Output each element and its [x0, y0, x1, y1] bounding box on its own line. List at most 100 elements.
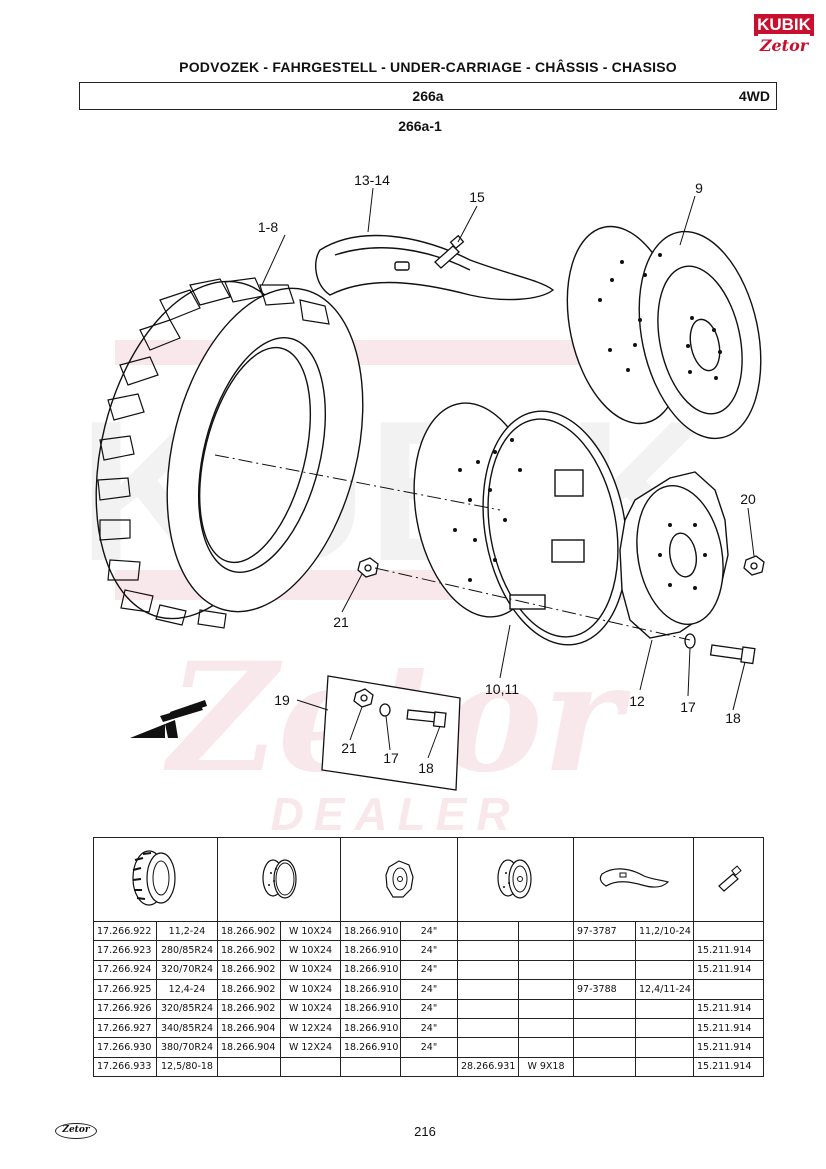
wheel-icon — [496, 859, 532, 899]
table-cell: 24" — [400, 959, 458, 981]
table-cell — [518, 998, 574, 1019]
table-cell — [635, 959, 694, 981]
table-cell: 24" — [400, 979, 458, 1000]
table-cell: 17.266.923 — [93, 940, 157, 961]
table-cell: 15.211.914 — [693, 1037, 764, 1058]
direction-arrow-icon — [130, 700, 207, 738]
section-code: 266a — [412, 88, 444, 104]
table-cell: 15.211.914 — [693, 959, 764, 981]
table-cell — [457, 959, 519, 981]
table-cell: 12,4-24 — [156, 979, 218, 1000]
table-cell — [457, 1017, 519, 1039]
callout-10-11: 10,11 — [485, 681, 519, 697]
table-cell: 320/85R24 — [156, 998, 218, 1019]
table-cell: 17.266.926 — [93, 998, 157, 1019]
footer-zetor-logo: Zetor — [55, 1123, 97, 1139]
table-cell: 15.211.914 — [693, 1056, 764, 1078]
table-cell: 18.266.910 — [340, 959, 401, 981]
page-title: PODVOZEK - FAHRGESTELL - UNDER-CARRIAGE … — [179, 59, 677, 75]
table-cell: 11,2/10-24 — [635, 920, 694, 942]
table-cell — [635, 940, 694, 961]
fastener-kit-drawing — [321, 675, 461, 791]
table-icon-row — [93, 837, 764, 922]
table-cell: 24" — [400, 998, 458, 1019]
table-cell — [518, 1037, 574, 1058]
page-number: 216 — [414, 1124, 436, 1139]
table-cell: W 10X24 — [280, 940, 341, 961]
table-cell: 24" — [400, 940, 458, 961]
wheel-disc-drawing — [619, 471, 729, 639]
table-cell: 320/70R24 — [156, 959, 218, 981]
table-cell: 12,5/80-18 — [156, 1056, 218, 1078]
rim-icon-cell — [217, 837, 341, 922]
callout-labels: 1-8 13-14 15 9 20 21 10,11 12 17 18 19 2… — [258, 172, 756, 776]
table-cell — [457, 1037, 519, 1058]
tube-icon-cell — [573, 837, 694, 922]
rim-drawing — [413, 402, 628, 646]
table-cell — [693, 920, 764, 942]
table-cell: W 9X18 — [518, 1056, 574, 1078]
callout-17: 17 — [680, 699, 696, 715]
table-cell — [518, 920, 574, 942]
table-cell — [573, 940, 636, 961]
watermark-tag: DEALER — [270, 788, 519, 830]
table-cell: W 12X24 — [280, 1017, 341, 1039]
table-cell: W 10X24 — [280, 920, 341, 942]
tyre-icon — [131, 850, 176, 906]
table-cell — [573, 1056, 636, 1078]
table-cell: W 10X24 — [280, 959, 341, 981]
table-cell: 12,4/11-24 — [635, 979, 694, 1000]
callout-9: 9 — [695, 180, 703, 196]
table-cell: 18.266.902 — [217, 940, 281, 961]
axis-line — [214, 454, 501, 511]
disc-icon-cell — [340, 837, 458, 922]
callout-kit-18: 18 — [418, 760, 434, 776]
table-cell: 18.266.910 — [340, 1037, 401, 1058]
table-cell — [518, 959, 574, 981]
table-cell: 97-3787 — [573, 920, 636, 942]
callout-13-14: 13-14 — [354, 172, 390, 188]
table-cell — [518, 1017, 574, 1039]
table-cell: 18.266.904 — [217, 1037, 281, 1058]
table-cell — [340, 1056, 401, 1078]
table-cell: 18.266.910 — [340, 1017, 401, 1039]
table-cell: 97-3788 — [573, 979, 636, 1000]
table-cell: 280/85R24 — [156, 940, 218, 961]
table-cell: 17.266.925 — [93, 979, 157, 1000]
exploded-wheel-diagram: KUBIK Zetor DEALER — [78, 172, 765, 830]
table-cell — [457, 940, 519, 961]
table-cell: 18.266.902 — [217, 920, 281, 942]
table-cell: 380/70R24 — [156, 1037, 218, 1058]
axis-line-lower — [374, 567, 691, 641]
tyre-drawing — [95, 277, 364, 629]
table-cell: 340/85R24 — [156, 1017, 218, 1039]
table-cell: 28.266.931 — [457, 1056, 519, 1078]
table-cell — [217, 1056, 281, 1078]
tube-icon — [599, 868, 669, 888]
table-cell: 17.266.933 — [93, 1056, 157, 1078]
table-cell: W 10X24 — [280, 979, 341, 1000]
table-cell — [635, 998, 694, 1019]
section-header-box: 266a 4WD — [79, 82, 777, 110]
table-cell: 15.211.914 — [693, 940, 764, 961]
callout-kit-21: 21 — [341, 740, 357, 756]
callout-15: 15 — [469, 189, 485, 205]
table-cell: 11,2-24 — [156, 920, 218, 942]
table-cell — [635, 1037, 694, 1058]
table-cell: 24" — [400, 920, 458, 942]
table-cell — [635, 1017, 694, 1039]
table-cell: 18.266.902 — [217, 979, 281, 1000]
table-cell: 17.266.930 — [93, 1037, 157, 1058]
logo-sub: Zetor — [759, 36, 809, 55]
logo-divider — [758, 34, 810, 37]
complete-wheel-drawing — [566, 225, 762, 440]
table-cell — [400, 1056, 458, 1078]
table-cell — [280, 1056, 341, 1078]
table-cell — [573, 1037, 636, 1058]
valve-icon — [717, 865, 742, 892]
callout-20: 20 — [740, 491, 756, 507]
